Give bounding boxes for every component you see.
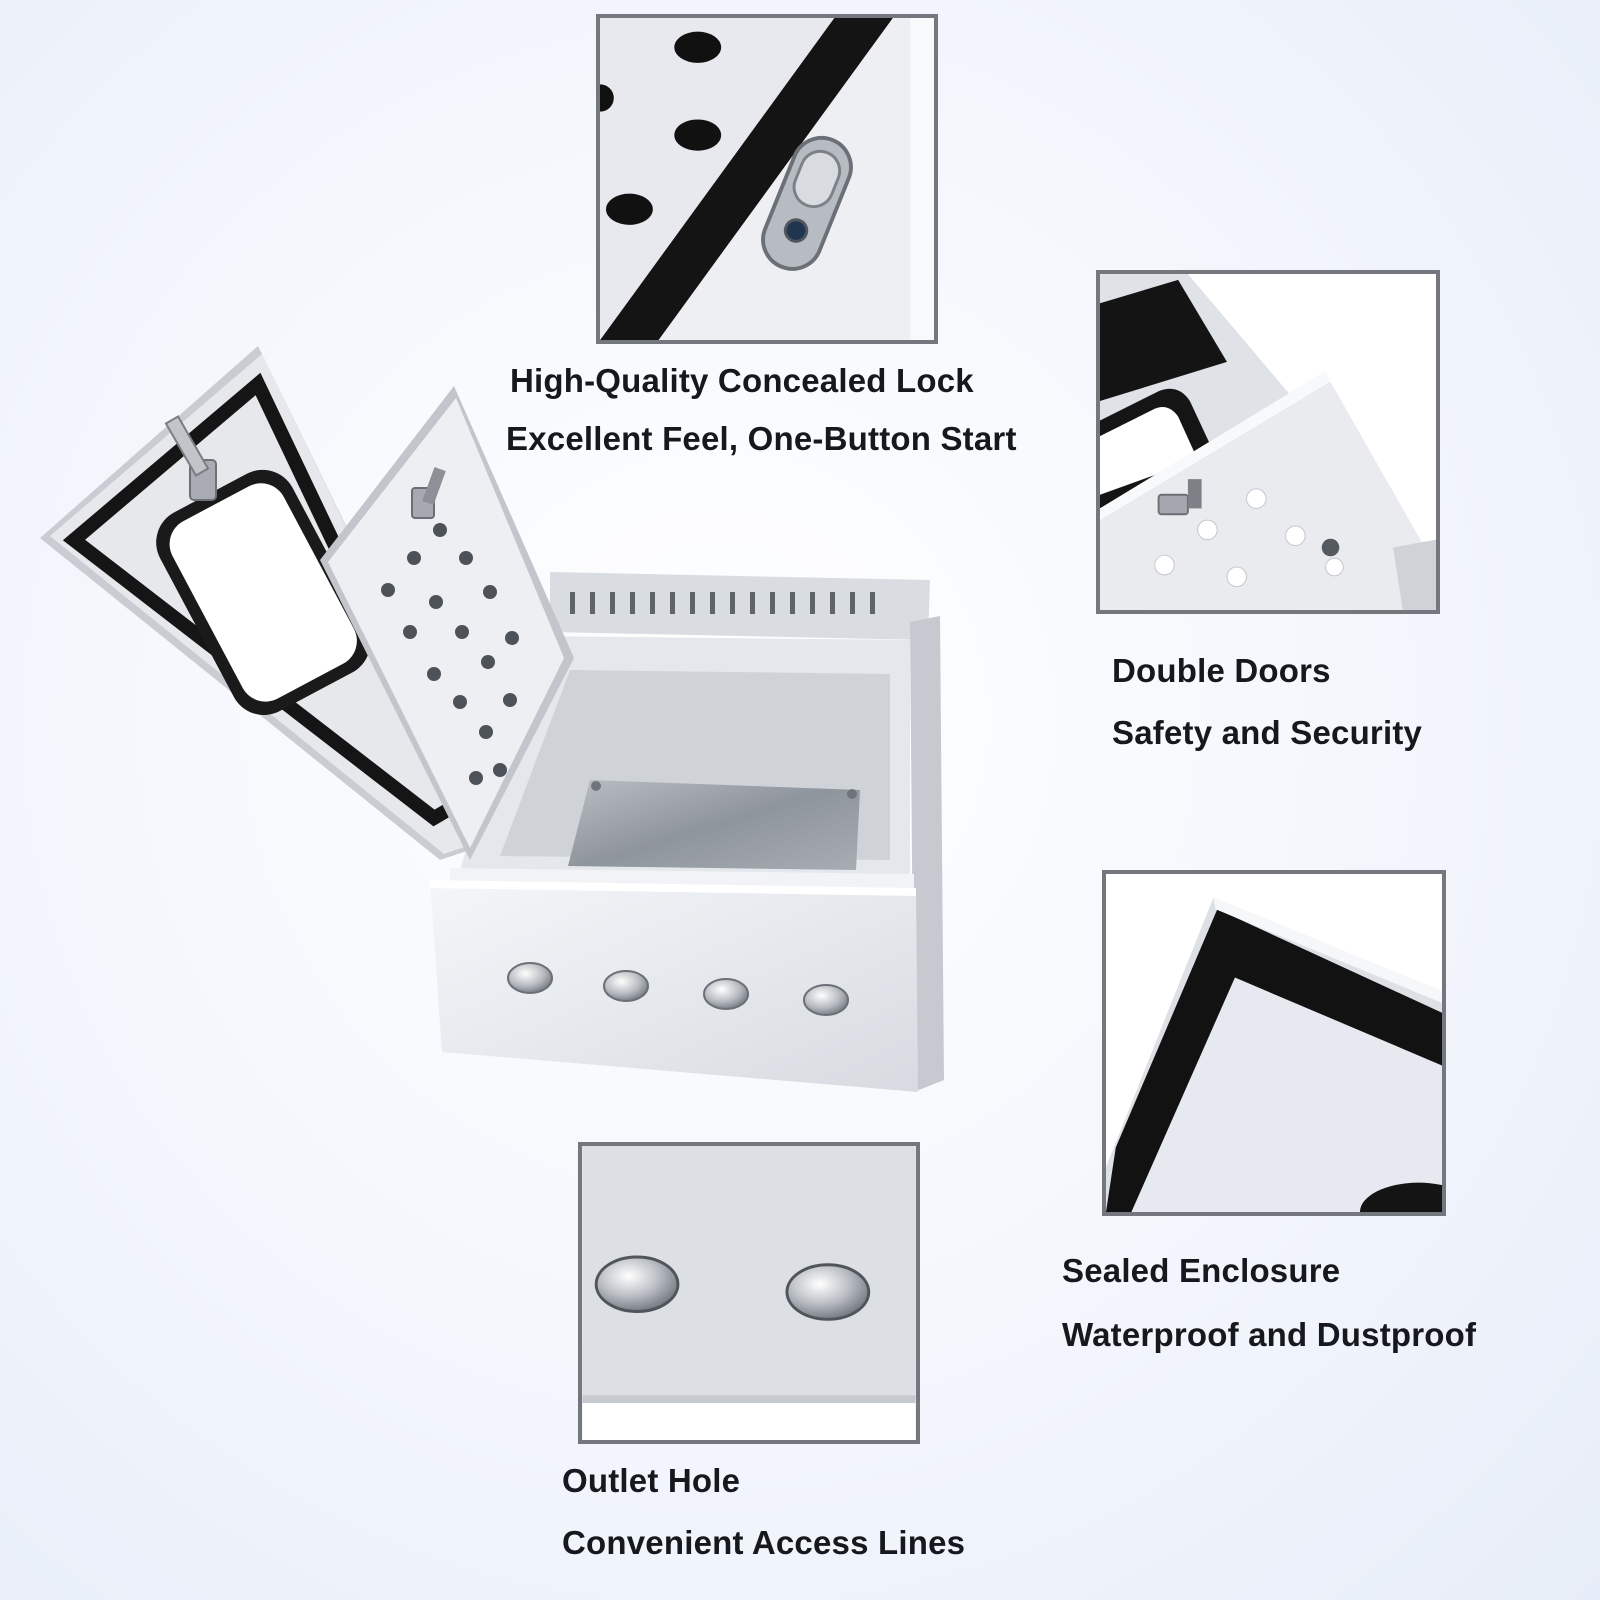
outer-door (40, 346, 500, 860)
doors-feature-subtitle: Safety and Security (1112, 714, 1423, 751)
inner-door (320, 386, 574, 860)
lock-feature-subtitle: Excellent Feel, One-Button Start (506, 420, 1017, 457)
sealed-feature-title: Sealed Enclosure (1062, 1252, 1341, 1289)
doors-feature-title: Double Doors (1112, 652, 1331, 689)
sealed-enclosure-detail-image (1102, 870, 1446, 1216)
outlet-hole-icon (594, 1255, 871, 1321)
sealed-feature-subtitle: Waterproof and Dustproof (1062, 1316, 1477, 1353)
box-body (430, 572, 944, 1092)
double-doors-illustration (1100, 274, 1436, 610)
main-product-image (30, 340, 960, 1120)
sealed-gasket-illustration (1106, 874, 1442, 1212)
outlet-feature-subtitle: Convenient Access Lines (562, 1524, 966, 1561)
outlet-hole-detail-image (578, 1142, 920, 1444)
double-doors-detail-image (1096, 270, 1440, 614)
front-knockouts (507, 962, 849, 1016)
perforation-holes (1154, 488, 1344, 588)
lock-detail-image (596, 14, 938, 344)
lock-feature-title: High-Quality Concealed Lock (510, 362, 974, 399)
lock-detail-illustration (600, 18, 934, 340)
outlet-knockouts-illustration (582, 1146, 916, 1440)
lock-icon (761, 135, 853, 271)
perforation-holes (600, 31, 722, 225)
enclosure-illustration (40, 346, 944, 1092)
outlet-feature-title: Outlet Hole (562, 1462, 741, 1499)
